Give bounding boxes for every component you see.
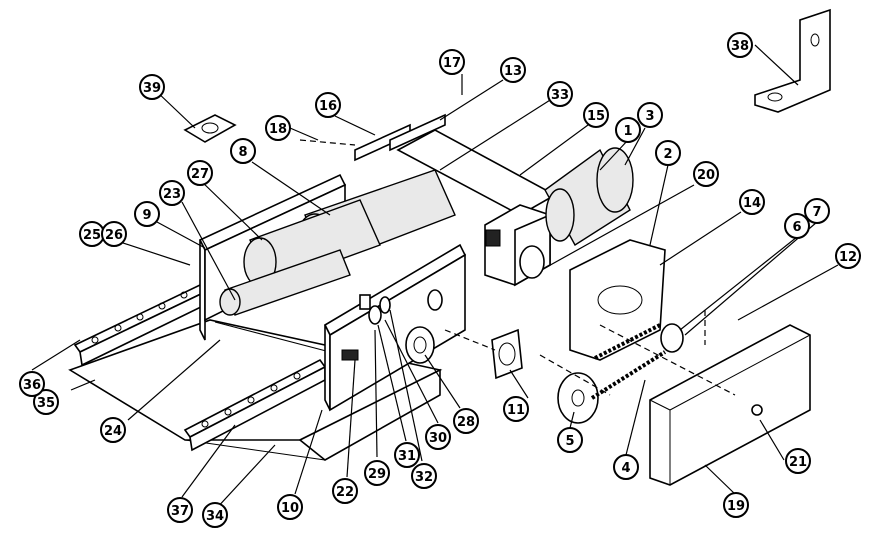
svg-text:17: 17	[443, 56, 461, 71]
svg-text:27: 27	[191, 167, 209, 182]
svg-text:16: 16	[319, 99, 337, 114]
svg-text:9: 9	[142, 208, 151, 223]
hub-sprocket	[405, 326, 435, 364]
svg-text:18: 18	[269, 122, 287, 137]
svg-text:19: 19	[727, 499, 745, 514]
svg-text:25: 25	[83, 228, 101, 243]
callout-37: 37	[167, 497, 193, 523]
callout-28: 28	[453, 408, 479, 434]
callout-31: 31	[394, 442, 420, 468]
svg-text:14: 14	[743, 196, 761, 211]
svg-text:8: 8	[238, 145, 247, 160]
svg-text:3: 3	[645, 109, 654, 124]
callout-8: 8	[230, 138, 256, 164]
rollers	[214, 169, 456, 353]
leader-lines	[31, 44, 839, 511]
callout-10: 10	[277, 494, 303, 520]
svg-text:10: 10	[281, 501, 299, 516]
callout-19: 19	[723, 492, 749, 518]
svg-text:28: 28	[457, 415, 475, 430]
svg-text:37: 37	[171, 504, 189, 519]
callout-15: 15	[583, 102, 609, 128]
callout-14: 14	[739, 189, 765, 215]
callout-12: 12	[835, 243, 861, 269]
callout-7: 7	[804, 198, 830, 224]
callout-18: 18	[265, 115, 291, 141]
svg-text:12: 12	[839, 250, 857, 265]
svg-text:2: 2	[663, 147, 672, 162]
callout-20: 20	[693, 161, 719, 187]
callout-36: 36	[19, 371, 45, 397]
assembly-lines	[299, 139, 736, 396]
shaft-fittings	[359, 289, 443, 325]
callout-38: 38	[727, 32, 753, 58]
clip-part	[183, 114, 237, 143]
svg-text:1: 1	[623, 124, 632, 139]
callout-22: 22	[332, 478, 358, 504]
svg-text:31: 31	[398, 449, 416, 464]
svg-text:32: 32	[415, 470, 433, 485]
callout-11: 11	[503, 396, 529, 422]
callout-13: 13	[500, 57, 526, 83]
top-brackets	[354, 113, 446, 162]
callout-23: 23	[159, 180, 185, 206]
svg-text:35: 35	[37, 396, 55, 411]
callout-24: 24	[100, 417, 126, 443]
small-sprocket	[660, 323, 684, 353]
svg-text:34: 34	[206, 509, 224, 524]
svg-text:29: 29	[368, 467, 386, 482]
motor-mount	[396, 129, 557, 287]
svg-text:7: 7	[812, 205, 821, 220]
svg-text:20: 20	[697, 168, 715, 183]
svg-text:36: 36	[23, 378, 41, 393]
l-bracket	[754, 8, 831, 113]
callout-16: 16	[315, 92, 341, 118]
right-guide-rail	[183, 358, 327, 452]
svg-text:30: 30	[429, 431, 447, 446]
svg-text:21: 21	[789, 455, 807, 470]
end-mount-plate	[569, 239, 666, 361]
callout-35: 35	[33, 389, 59, 415]
svg-text:15: 15	[587, 109, 605, 124]
svg-text:11: 11	[507, 403, 525, 418]
svg-text:23: 23	[163, 187, 181, 202]
callout-33: 33	[547, 81, 573, 107]
svg-text:4: 4	[621, 461, 630, 476]
callout-32: 32	[411, 463, 437, 489]
svg-text:13: 13	[504, 64, 522, 79]
bearing-flange	[491, 328, 523, 380]
svg-text:5: 5	[565, 434, 574, 449]
callout-9: 9	[134, 201, 160, 227]
callout-4: 4	[613, 454, 639, 480]
callout-3: 3	[637, 102, 663, 128]
svg-text:26: 26	[105, 228, 123, 243]
callout-25: 25	[79, 221, 105, 247]
motor	[544, 147, 634, 246]
svg-text:38: 38	[731, 39, 749, 54]
callout-34: 34	[202, 502, 228, 528]
callout-5: 5	[557, 427, 583, 453]
svg-text:24: 24	[104, 424, 122, 439]
callout-6: 6	[784, 213, 810, 239]
svg-text:22: 22	[336, 485, 354, 500]
side-cover	[649, 324, 811, 486]
callout-26: 26	[101, 221, 127, 247]
svg-text:39: 39	[143, 81, 161, 96]
callout-29: 29	[364, 460, 390, 486]
svg-text:6: 6	[792, 220, 801, 235]
callout-27: 27	[187, 160, 213, 186]
callout-21: 21	[785, 448, 811, 474]
callout-39: 39	[139, 74, 165, 100]
drive-chain	[590, 323, 667, 400]
callout-17: 17	[439, 49, 465, 75]
large-sprocket	[557, 372, 599, 424]
callout-30: 30	[425, 424, 451, 450]
callout-1: 1	[615, 117, 641, 143]
callout-2: 2	[655, 140, 681, 166]
svg-text:33: 33	[551, 88, 569, 103]
